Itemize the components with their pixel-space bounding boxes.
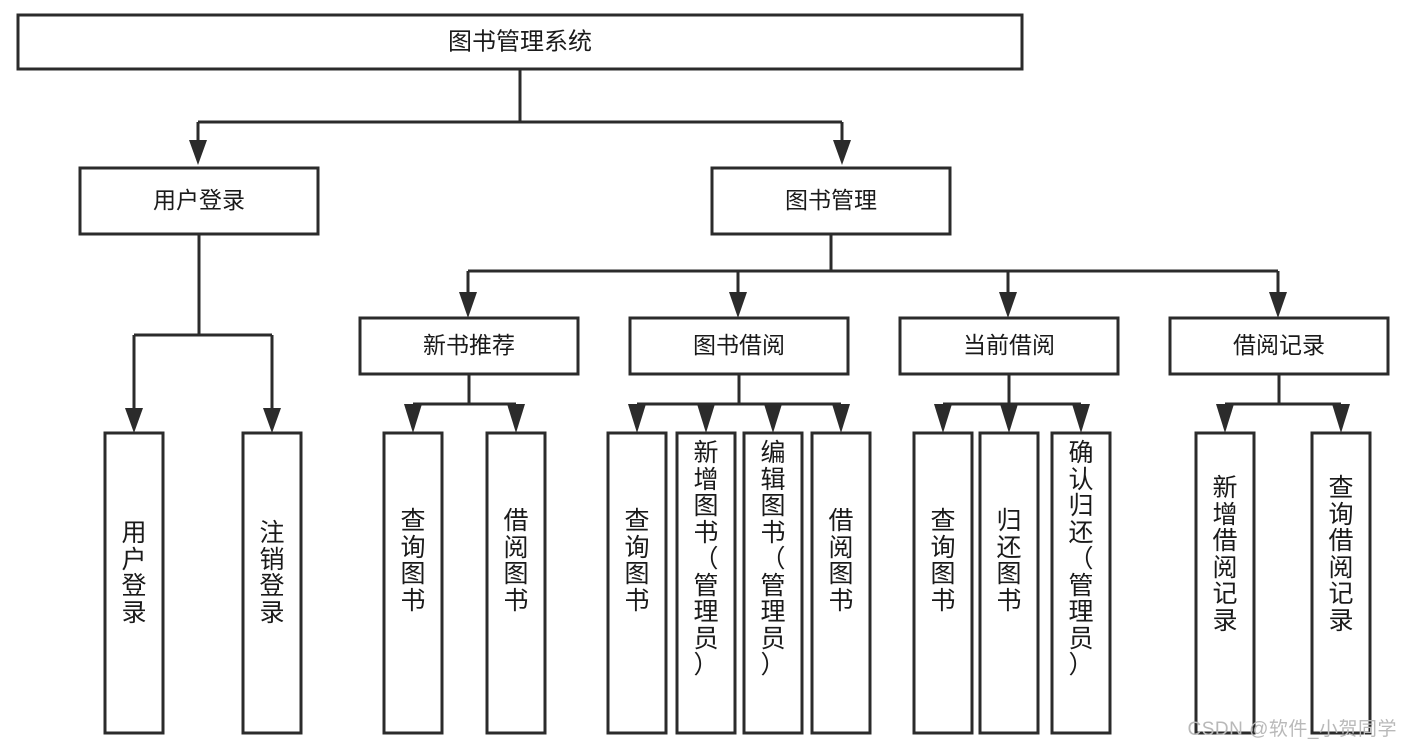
watermark-text: CSDN @软件_小贺同学 <box>1187 719 1397 740</box>
leaf-box-query-book-2[interactable] <box>606 431 668 735</box>
leaf-box-edit-book-admin[interactable] <box>742 431 804 735</box>
node-new-book-recommend[interactable]: 新书推荐 <box>358 316 580 376</box>
leaf-box-borrow-book-1[interactable] <box>485 431 547 735</box>
leaf-box-logout-login[interactable] <box>241 431 303 735</box>
user-login-box-label: 用户登录 <box>153 187 245 213</box>
leaf-box-borrow-book-2[interactable] <box>810 431 872 735</box>
node-book-borrow[interactable]: 图书借阅 <box>628 316 850 376</box>
leaf-box-add-book-admin[interactable] <box>675 431 737 735</box>
arrow-head-icon <box>934 404 952 433</box>
connector-root-to-level1 <box>189 69 851 165</box>
node-root[interactable]: 图书管理系统 <box>16 13 1024 71</box>
arrow-head-icon <box>1216 404 1234 433</box>
arrow-head-icon <box>999 292 1017 318</box>
arrow-head-icon <box>404 404 422 433</box>
arrow-head-icon <box>1072 404 1090 433</box>
leaf-box-add-borrow-record[interactable] <box>1194 431 1256 735</box>
root-box-rect <box>16 13 1024 71</box>
connector-current-borrow-to-leaves <box>934 374 1090 433</box>
borrow-record-box-label: 借阅记录 <box>1233 332 1325 358</box>
leaf-box-confirm-return-admin[interactable] <box>1050 431 1112 735</box>
arrow-head-icon <box>459 292 477 318</box>
node-current-borrow[interactable]: 当前借阅 <box>898 316 1120 376</box>
connector-new-book-recommend-to-leaves <box>404 374 525 433</box>
book-management-box-label: 图书管理 <box>785 187 877 213</box>
connector-book-borrow-to-leaves <box>628 374 850 433</box>
arrow-head-icon <box>764 404 782 433</box>
connector-user-login-to-leaves <box>125 234 281 433</box>
leaf-box-query-borrow-record[interactable] <box>1310 431 1372 735</box>
current-borrow-box-rect <box>898 316 1120 376</box>
arrow-head-icon <box>833 140 851 165</box>
arrow-head-icon <box>832 404 850 433</box>
arrow-head-icon <box>697 404 715 433</box>
arrow-head-icon <box>729 292 747 318</box>
new-book-recommend-box-label: 新书推荐 <box>423 332 515 358</box>
root-box-label: 图书管理系统 <box>448 28 592 55</box>
leaf-box-return-book[interactable] <box>978 431 1040 735</box>
arrow-head-icon <box>1269 292 1287 318</box>
arrow-head-icon <box>507 404 525 433</box>
current-borrow-box-label: 当前借阅 <box>963 332 1055 358</box>
arrow-head-icon <box>1000 404 1018 433</box>
node-book-management[interactable]: 图书管理 <box>710 166 952 236</box>
leaf-box-user-login[interactable] <box>103 431 165 735</box>
new-book-recommend-box-rect <box>358 316 580 376</box>
user-login-box-rect <box>78 166 320 236</box>
arrow-head-icon <box>1332 404 1350 433</box>
arrow-head-icon <box>125 408 143 433</box>
book-borrow-box-label: 图书借阅 <box>693 332 785 358</box>
arrow-head-icon <box>263 408 281 433</box>
arrow-head-icon <box>189 140 207 165</box>
connector-borrow-record-to-leaves <box>1216 374 1350 433</box>
node-borrow-record[interactable]: 借阅记录 <box>1168 316 1390 376</box>
node-user-login[interactable]: 用户登录 <box>78 166 320 236</box>
connector-book-management-to-level2 <box>459 234 1287 318</box>
leaf-box-query-book-1[interactable] <box>382 431 444 735</box>
arrow-head-icon <box>628 404 646 433</box>
leaf-box-query-book-3[interactable] <box>912 431 974 735</box>
